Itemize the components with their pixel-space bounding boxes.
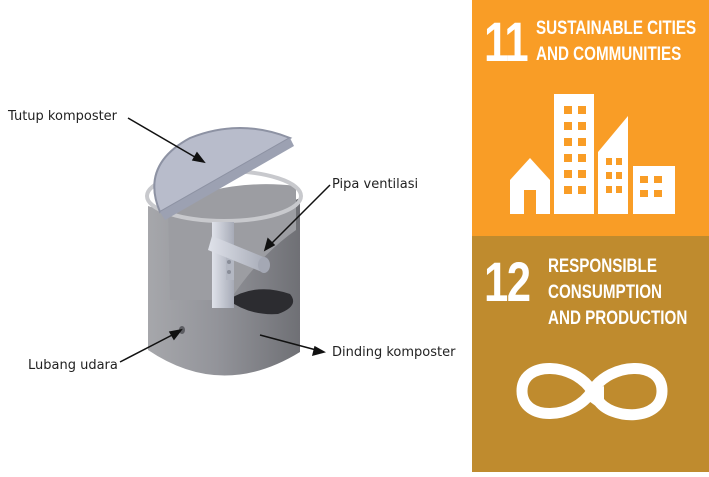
sdg-12-panel: 12 RESPONSIBLE CONSUMPTION AND PRODUCTIO… xyxy=(472,236,709,472)
bin-opening xyxy=(228,289,294,315)
arrow-lid xyxy=(127,117,201,161)
arrow-vent xyxy=(267,184,331,248)
sdg-11-title-line1: SUSTAINABLE CITIES xyxy=(536,18,697,39)
composter-illustration xyxy=(119,117,331,376)
label-wall: Dinding komposter xyxy=(332,345,456,360)
city-buildings-icon xyxy=(510,94,675,214)
sdg-11-number: 11 xyxy=(484,10,529,73)
sdg-12-number: 12 xyxy=(484,250,531,313)
lid xyxy=(153,127,293,214)
label-lid: Tutup komposter xyxy=(8,109,118,124)
sdg-12-title-line3: AND PRODUCTION xyxy=(548,308,688,329)
sdg-12-title-line2: CONSUMPTION xyxy=(548,282,662,303)
sdg-12-title-line1: RESPONSIBLE xyxy=(548,256,657,277)
composter-diagram: Tutup komposter Pipa ventilasi Lubang ud… xyxy=(8,109,456,376)
label-vent-pipe: Pipa ventilasi xyxy=(332,177,419,192)
sdg-11-title-line2: AND COMMUNITIES xyxy=(536,44,682,65)
arrow-air-hole xyxy=(119,331,179,363)
arrow-wall xyxy=(259,334,321,352)
vent-pipe-horizontal xyxy=(208,236,266,272)
sdg-11-panel: 11 SUSTAINABLE CITIES AND COMMUNITIES xyxy=(472,0,709,236)
infinity-loop-icon xyxy=(516,363,668,421)
air-hole xyxy=(179,326,185,334)
label-air-hole: Lubang udara xyxy=(28,358,118,373)
